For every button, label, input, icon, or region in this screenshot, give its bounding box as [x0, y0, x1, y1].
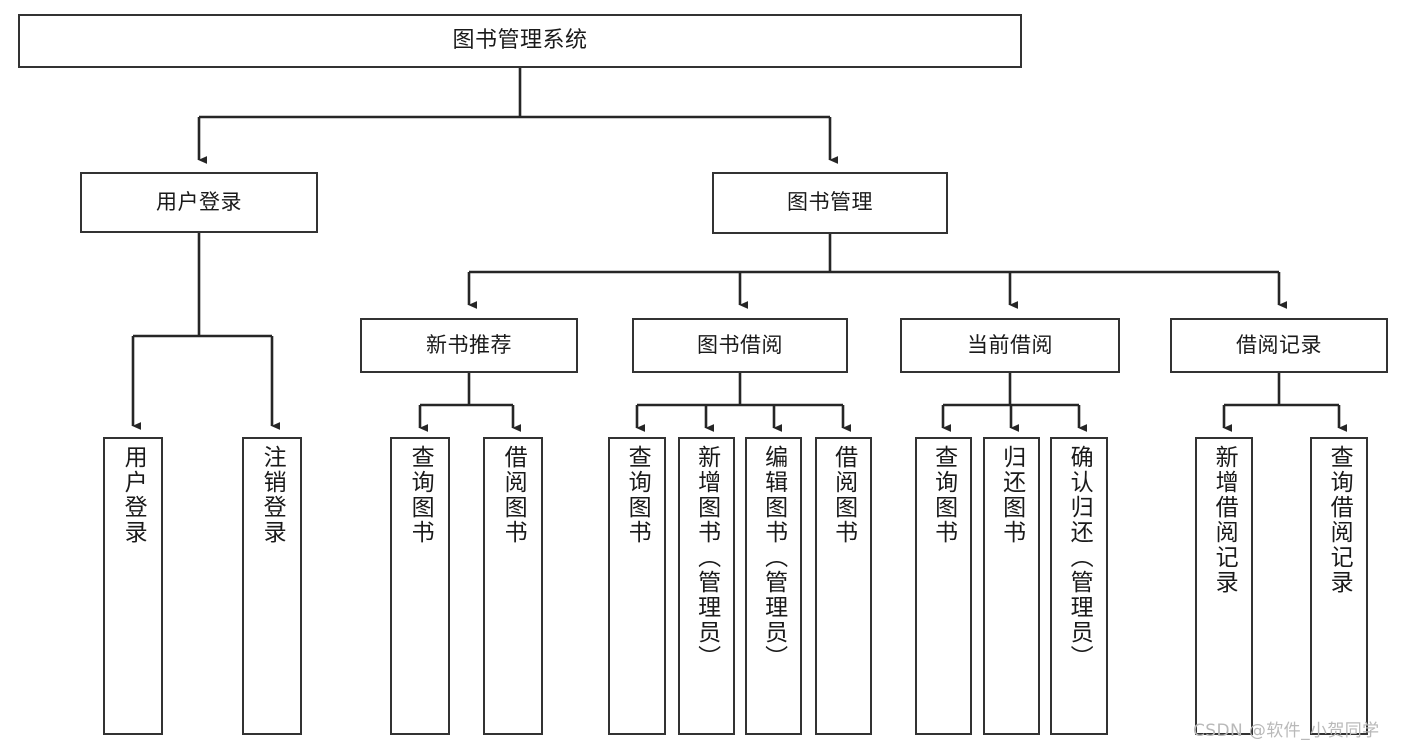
node-leaf-query-book-1-label: 查询图书 — [407, 445, 434, 545]
node-current-borrow[interactable]: 当前借阅 — [900, 318, 1120, 373]
node-leaf-confirm-return-admin-label: 确认归还（管理员） — [1066, 445, 1093, 670]
node-leaf-query-borrow-record-label: 查询借阅记录 — [1326, 445, 1353, 595]
node-leaf-add-book-admin[interactable]: 新增图书（管理员） — [678, 437, 735, 735]
node-leaf-add-borrow-record[interactable]: 新增借阅记录 — [1195, 437, 1253, 735]
node-leaf-return-book-label: 归还图书 — [998, 445, 1025, 545]
node-leaf-borrow-book-1-label: 借阅图书 — [500, 445, 527, 545]
node-leaf-edit-book-admin[interactable]: 编辑图书（管理员） — [745, 437, 802, 735]
node-book-borrow-label: 图书借阅 — [697, 332, 783, 357]
node-leaf-query-book-3-label: 查询图书 — [930, 445, 957, 545]
node-leaf-add-borrow-record-label: 新增借阅记录 — [1211, 445, 1238, 595]
node-leaf-query-book-1[interactable]: 查询图书 — [390, 437, 450, 735]
node-borrow-record[interactable]: 借阅记录 — [1170, 318, 1388, 373]
node-new-book-recommend[interactable]: 新书推荐 — [360, 318, 578, 373]
node-leaf-logout-login-label: 注销登录 — [259, 445, 286, 545]
node-leaf-add-book-admin-label: 新增图书（管理员） — [693, 445, 720, 670]
node-user-login-label: 用户登录 — [156, 189, 242, 214]
node-borrow-record-label: 借阅记录 — [1236, 332, 1322, 357]
node-book-management[interactable]: 图书管理 — [712, 172, 948, 234]
node-leaf-confirm-return-admin[interactable]: 确认归还（管理员） — [1050, 437, 1108, 735]
node-leaf-borrow-book-2[interactable]: 借阅图书 — [815, 437, 872, 735]
node-current-borrow-label: 当前借阅 — [967, 332, 1053, 357]
csdn-watermark: CSDN @软件_小贺同学 — [1193, 721, 1380, 741]
node-leaf-query-book-3[interactable]: 查询图书 — [915, 437, 972, 735]
node-leaf-query-book-2-label: 查询图书 — [624, 445, 651, 545]
node-leaf-user-login-label: 用户登录 — [120, 445, 147, 545]
node-leaf-edit-book-admin-label: 编辑图书（管理员） — [760, 445, 787, 670]
node-book-management-label: 图书管理 — [787, 190, 873, 215]
node-leaf-user-login[interactable]: 用户登录 — [103, 437, 163, 735]
node-leaf-query-borrow-record[interactable]: 查询借阅记录 — [1310, 437, 1368, 735]
node-leaf-return-book[interactable]: 归还图书 — [983, 437, 1040, 735]
node-new-book-recommend-label: 新书推荐 — [426, 332, 512, 357]
node-leaf-borrow-book-2-label: 借阅图书 — [830, 445, 857, 545]
node-user-login[interactable]: 用户登录 — [80, 172, 318, 233]
node-leaf-logout-login[interactable]: 注销登录 — [242, 437, 302, 735]
node-book-borrow[interactable]: 图书借阅 — [632, 318, 848, 373]
node-leaf-query-book-2[interactable]: 查询图书 — [608, 437, 666, 735]
node-root-system[interactable]: 图书管理系统 — [18, 14, 1022, 68]
node-root-label: 图书管理系统 — [452, 27, 588, 53]
node-leaf-borrow-book-1[interactable]: 借阅图书 — [483, 437, 543, 735]
